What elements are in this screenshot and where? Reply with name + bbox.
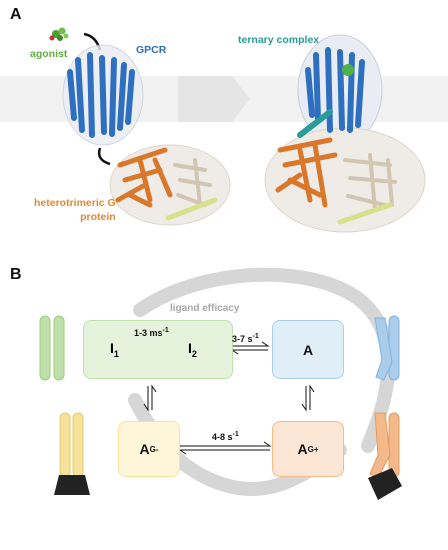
receptor-blue [374,315,400,381]
rate-ag: 4-8 s-1 [212,431,239,442]
rate-i1-i2: 1-3 ms-1 [134,327,169,338]
agonist-label: agonist [30,48,68,60]
transition-arrow [178,76,250,122]
receptor-yellow [54,412,90,495]
rate-i2-a-value: 3-7 s [232,334,253,344]
gpcr-label: GPCR [136,44,167,56]
receptor-green [39,315,65,381]
state-i2-sub: 2 [191,348,197,359]
state-i1-sub: 1 [113,348,119,359]
gpcr-left-helices [67,52,135,138]
state-agplus-main: A [297,441,308,457]
state-i1-main: I [110,340,114,356]
state-a-label: A [302,341,314,358]
rate-i2-a-exp: -1 [252,333,259,340]
state-i2-main: I [188,340,192,356]
gprotein-left [109,144,231,226]
panel-b-letter: B [10,266,22,283]
ternary-complex-label: ternary complex [238,34,320,46]
gprotein-label-line2: protein [80,211,116,223]
rate-ag-value: 4-8 s [212,432,233,442]
agonist-molecule [49,27,69,41]
state-box-inactive [83,320,233,379]
state-box-a: A [272,320,344,379]
state-i2: I2 [188,340,197,359]
gprotein-label: heterotrimeric G protein [34,196,116,224]
bracket-bottom [97,147,111,166]
eq-arrow-agminus-agplus [178,441,272,455]
state-agplus-sup: G+ [307,444,319,454]
ternary-complex [264,34,426,233]
receptor-orange [368,412,402,500]
rate-i1-i2-value: 1-3 ms [134,328,163,338]
state-agminus-sup: G- [149,444,159,454]
state-agminus-main: A [139,441,150,457]
state-i1: I1 [110,340,119,359]
rate-i1-i2-exp: -1 [162,327,169,334]
eq-arrow-a-agplus [301,384,315,412]
panel-a-letter: A [10,6,22,23]
efficacy-arc-upper [133,267,396,453]
eq-arrow-i-agminus [143,384,157,412]
ligand-efficacy-label: ligand efficacy [170,303,240,314]
rate-i2-a: 3-7 s-1 [232,333,259,344]
gprotein-label-line1: heterotrimeric G [34,197,116,209]
rate-ag-exp: -1 [232,431,239,438]
